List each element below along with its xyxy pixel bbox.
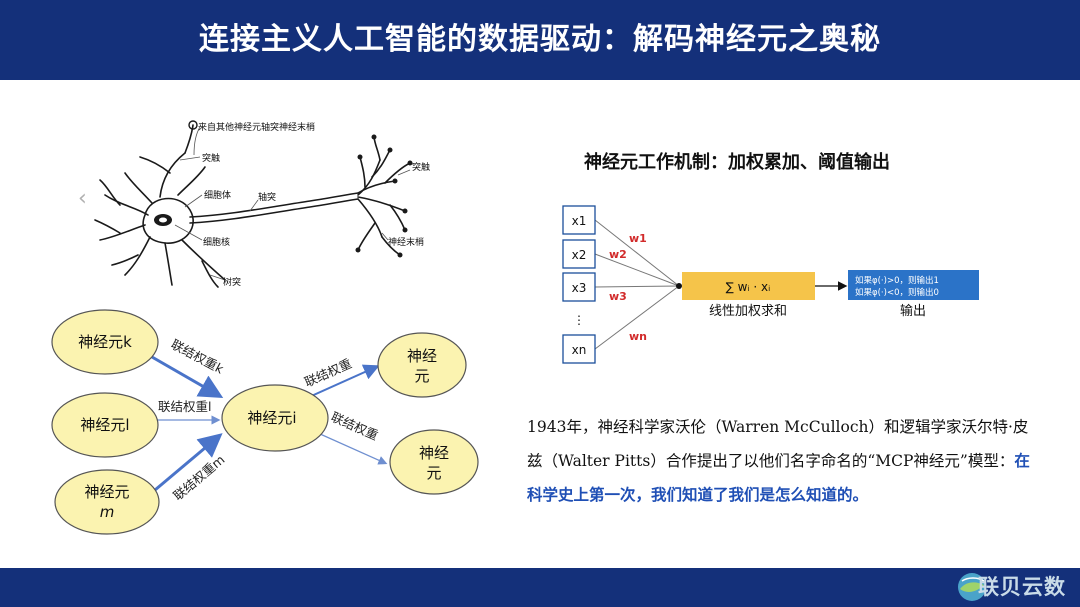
output-rule-1: 如果φ(·)>0，则输出1 xyxy=(855,275,939,286)
node-out1 xyxy=(377,332,467,398)
node-i-label: 神经元i xyxy=(247,409,296,427)
network-diagram: 神经元k 神经元l 神经元 m 神经元i 神经 元 神经 元 联结权重k 联结权… xyxy=(51,309,479,535)
sum-formula: ∑ wᵢ · xᵢ xyxy=(726,280,771,294)
brand-logo-text: 联贝云数 xyxy=(978,575,1066,599)
label-soma: 细胞体 xyxy=(204,189,231,201)
node-k xyxy=(51,309,159,375)
history-paragraph: 1943年，神经科学家沃伦（Warren McCulloch）和逻辑学家沃尔特·… xyxy=(527,410,1037,512)
input-xn-label: xn xyxy=(572,343,587,357)
node-out1-label-1: 神经 xyxy=(407,347,437,365)
brand-logo xyxy=(958,573,986,601)
output-label: 输出 xyxy=(900,303,926,319)
input-x3-label: x3 xyxy=(572,281,587,295)
paragraph-highlight: 在科学史上第一次，我们知道了我们是怎么知道的。 xyxy=(527,452,1030,504)
chevron-left-icon[interactable]: ‹ xyxy=(78,186,87,211)
weight-w3: w3 xyxy=(609,290,627,303)
node-i xyxy=(221,384,329,452)
input-x1-label: x1 xyxy=(572,214,587,228)
node-m-label-2: m xyxy=(100,503,115,521)
weight-out1-label: 联结权重 xyxy=(302,356,354,390)
node-out2-label-2: 元 xyxy=(426,464,441,482)
label-axon: 轴突 xyxy=(258,191,276,203)
weight-wn: wn xyxy=(629,330,647,343)
output-box xyxy=(848,270,979,300)
weight-w1: w1 xyxy=(629,232,647,245)
input-xn xyxy=(562,334,596,364)
input-dots-label: ⋮ xyxy=(573,313,585,327)
weight-l-label: 联结权重l xyxy=(158,399,211,414)
output-rule-2: 如果φ(·)<0，则输出0 xyxy=(855,287,939,298)
sum-label: 线性加权求和 xyxy=(709,303,787,319)
sum-box xyxy=(682,272,815,300)
footer-bar xyxy=(0,568,1080,607)
node-m xyxy=(54,469,160,535)
label-synapse-left: 突触 xyxy=(202,152,220,164)
node-k-label: 神经元k xyxy=(78,333,132,351)
input-x1 xyxy=(562,205,596,235)
page-title: 连接主义人工智能的数据驱动：解码神经元之奥秘 xyxy=(199,22,881,57)
node-l-label: 神经元l xyxy=(80,416,129,434)
label-synapse-right: 突触 xyxy=(412,161,430,173)
label-nucleus: 细胞核 xyxy=(203,236,230,248)
label-dendrite: 树突 xyxy=(223,276,241,288)
input-x2 xyxy=(562,239,596,269)
label-terminal: 神经末梢 xyxy=(388,236,424,248)
paragraph-text: 1943年，神经科学家沃伦（Warren McCulloch）和逻辑学家沃尔特·… xyxy=(527,418,1029,470)
input-x2-label: x2 xyxy=(572,248,587,262)
node-out2 xyxy=(389,429,479,495)
label-inputs: 来自其他神经元轴突神经末梢 xyxy=(198,121,315,133)
header-bar xyxy=(0,0,1080,80)
perceptron-diagram: x1 x2 x3 ⋮ xn w1 w2 w3 wn ∑ wᵢ · xᵢ 线性加权… xyxy=(562,205,979,364)
node-out2-label-1: 神经 xyxy=(419,444,449,462)
node-m-label-1: 神经元 xyxy=(84,483,129,501)
node-out1-label-2: 元 xyxy=(414,367,429,385)
input-x3 xyxy=(562,272,596,302)
mechanism-heading: 神经元工作机制：加权累加、阈值输出 xyxy=(584,152,890,173)
node-l xyxy=(51,392,159,458)
weight-w2: w2 xyxy=(609,248,627,261)
weight-out2-label: 联结权重 xyxy=(329,409,381,443)
neuron-sketch: 来自其他神经元轴突神经末梢 突触 细胞体 轴突 细胞核 树突 突触 神经末梢 xyxy=(94,120,430,288)
weight-m-label: 联结权重m xyxy=(170,452,227,503)
